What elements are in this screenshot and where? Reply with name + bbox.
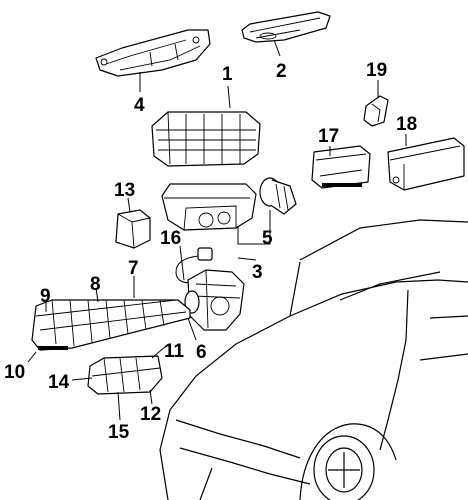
callout-19: 19 bbox=[366, 60, 387, 81]
callout-4: 4 bbox=[134, 95, 145, 116]
callout-14: 14 bbox=[48, 372, 70, 393]
callout-3: 3 bbox=[252, 262, 263, 283]
part-19-clip bbox=[363, 95, 389, 127]
part-3-box bbox=[161, 183, 257, 231]
callout-1: 1 bbox=[222, 64, 233, 85]
callout-10: 10 bbox=[4, 362, 25, 383]
leader-lines bbox=[27, 39, 407, 421]
part-4-bracket bbox=[95, 29, 211, 77]
vehicle-outline bbox=[159, 219, 468, 500]
callout-5: 5 bbox=[262, 228, 273, 249]
part-17-control-unit bbox=[311, 145, 371, 189]
callout-2: 2 bbox=[276, 61, 287, 82]
part-1-tray bbox=[151, 111, 261, 167]
callout-17: 17 bbox=[318, 126, 339, 147]
part-2-cover bbox=[241, 11, 331, 43]
callout-13: 13 bbox=[114, 180, 135, 201]
part-18-module bbox=[387, 137, 465, 191]
callout-6: 6 bbox=[196, 342, 207, 363]
part-13-module bbox=[115, 209, 151, 249]
callout-9: 9 bbox=[40, 286, 51, 307]
pump-assembly bbox=[184, 269, 245, 331]
callout-15: 15 bbox=[108, 422, 130, 443]
callout-labels: 1 2 3 4 5 6 7 8 9 10 11 12 13 14 15 16 1… bbox=[4, 60, 417, 443]
callout-7: 7 bbox=[128, 258, 139, 279]
part-16-sensor bbox=[175, 247, 213, 284]
callout-16: 16 bbox=[160, 228, 181, 249]
callout-8: 8 bbox=[90, 274, 101, 295]
callout-11: 11 bbox=[164, 341, 185, 362]
relay-row-upper bbox=[31, 299, 191, 351]
part-5-duct bbox=[259, 177, 297, 215]
relay-row-lower bbox=[87, 355, 163, 395]
callout-12: 12 bbox=[140, 404, 161, 425]
callout-18: 18 bbox=[396, 114, 417, 135]
